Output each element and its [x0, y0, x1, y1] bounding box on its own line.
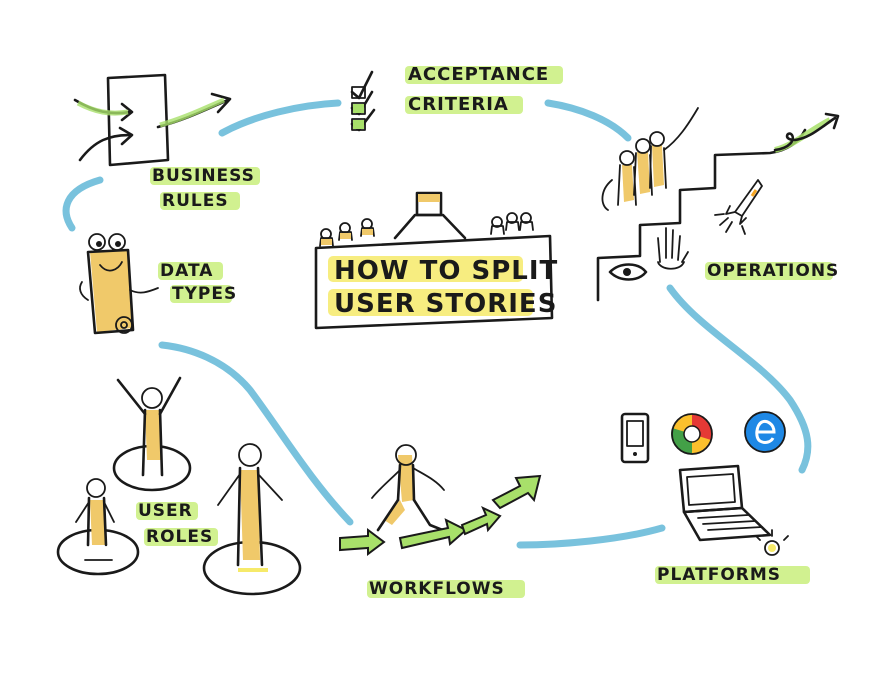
operations-section: OPERATIONS: [596, 107, 840, 302]
business-rules-line-1: BUSINESS: [152, 166, 255, 186]
small-user-icon: [56, 478, 140, 576]
connector-operations-to-platforms: [666, 284, 812, 474]
connector-lines: [62, 99, 812, 549]
chrome-browser-icon: [671, 413, 713, 455]
presenter-icon: [393, 191, 467, 240]
acceptance-criteria-line-1: ACCEPTANCE: [408, 64, 549, 85]
business-rules-line-2: RULES: [162, 191, 229, 211]
connector-business-to-acceptance: [218, 99, 342, 137]
platforms-label: PLATFORMS: [657, 565, 781, 585]
business-rules-section: BUSINESS RULES: [73, 73, 260, 211]
data-types-line-1: DATA: [160, 261, 213, 281]
stairs-icon: [596, 112, 840, 302]
mobile-phone-icon: [620, 412, 650, 464]
checklist-icon: [350, 70, 376, 132]
user-roles-line-2: ROLES: [146, 527, 213, 547]
platforms-section: PLATFORMS: [620, 411, 810, 585]
title-board: HOW TO SPLIT USER STORIES: [314, 191, 558, 330]
connector-workflows-to-roles: [158, 341, 354, 526]
eye-icon: [608, 263, 648, 281]
connector-datatypes-to-business: [62, 176, 104, 232]
data-types-line-2: TYPES: [172, 284, 237, 304]
workflow-arrows-icon: [339, 474, 542, 556]
workflows-section: WORKFLOWS: [339, 444, 542, 599]
ie-browser-icon: [744, 411, 786, 453]
connector-acceptance-to-operations: [544, 99, 632, 142]
acceptance-criteria-line-2: CRITERIA: [408, 94, 509, 115]
walking-figure-icon: [371, 444, 457, 537]
lightbulb-icon: [755, 529, 789, 556]
operations-label: OPERATIONS: [707, 261, 839, 281]
user-roles-line-1: USER: [138, 501, 193, 521]
laptop-icon: [678, 464, 772, 542]
audience-right-icon: [490, 212, 534, 235]
cheering-user-icon: [112, 376, 192, 492]
acceptance-criteria-section: ACCEPTANCE CRITERIA: [350, 64, 563, 132]
title-line-1: HOW TO SPLIT: [334, 256, 558, 286]
rocket-icon: [714, 179, 763, 235]
team-figures-icon: [601, 107, 699, 211]
hand-icon: [657, 227, 689, 270]
filter-gate-icon: [73, 73, 232, 167]
title-board-frame: [314, 234, 554, 330]
connector-platforms-to-workflows: [516, 524, 666, 549]
data-character-icon: [79, 233, 159, 335]
tall-user-icon: [202, 443, 302, 596]
audience-left-icon: [319, 218, 375, 247]
user-roles-section: USER ROLES: [56, 376, 302, 596]
workflows-label: WORKFLOWS: [369, 579, 505, 599]
title-line-2: USER STORIES: [334, 289, 557, 319]
data-types-section: DATA TYPES: [79, 233, 237, 335]
